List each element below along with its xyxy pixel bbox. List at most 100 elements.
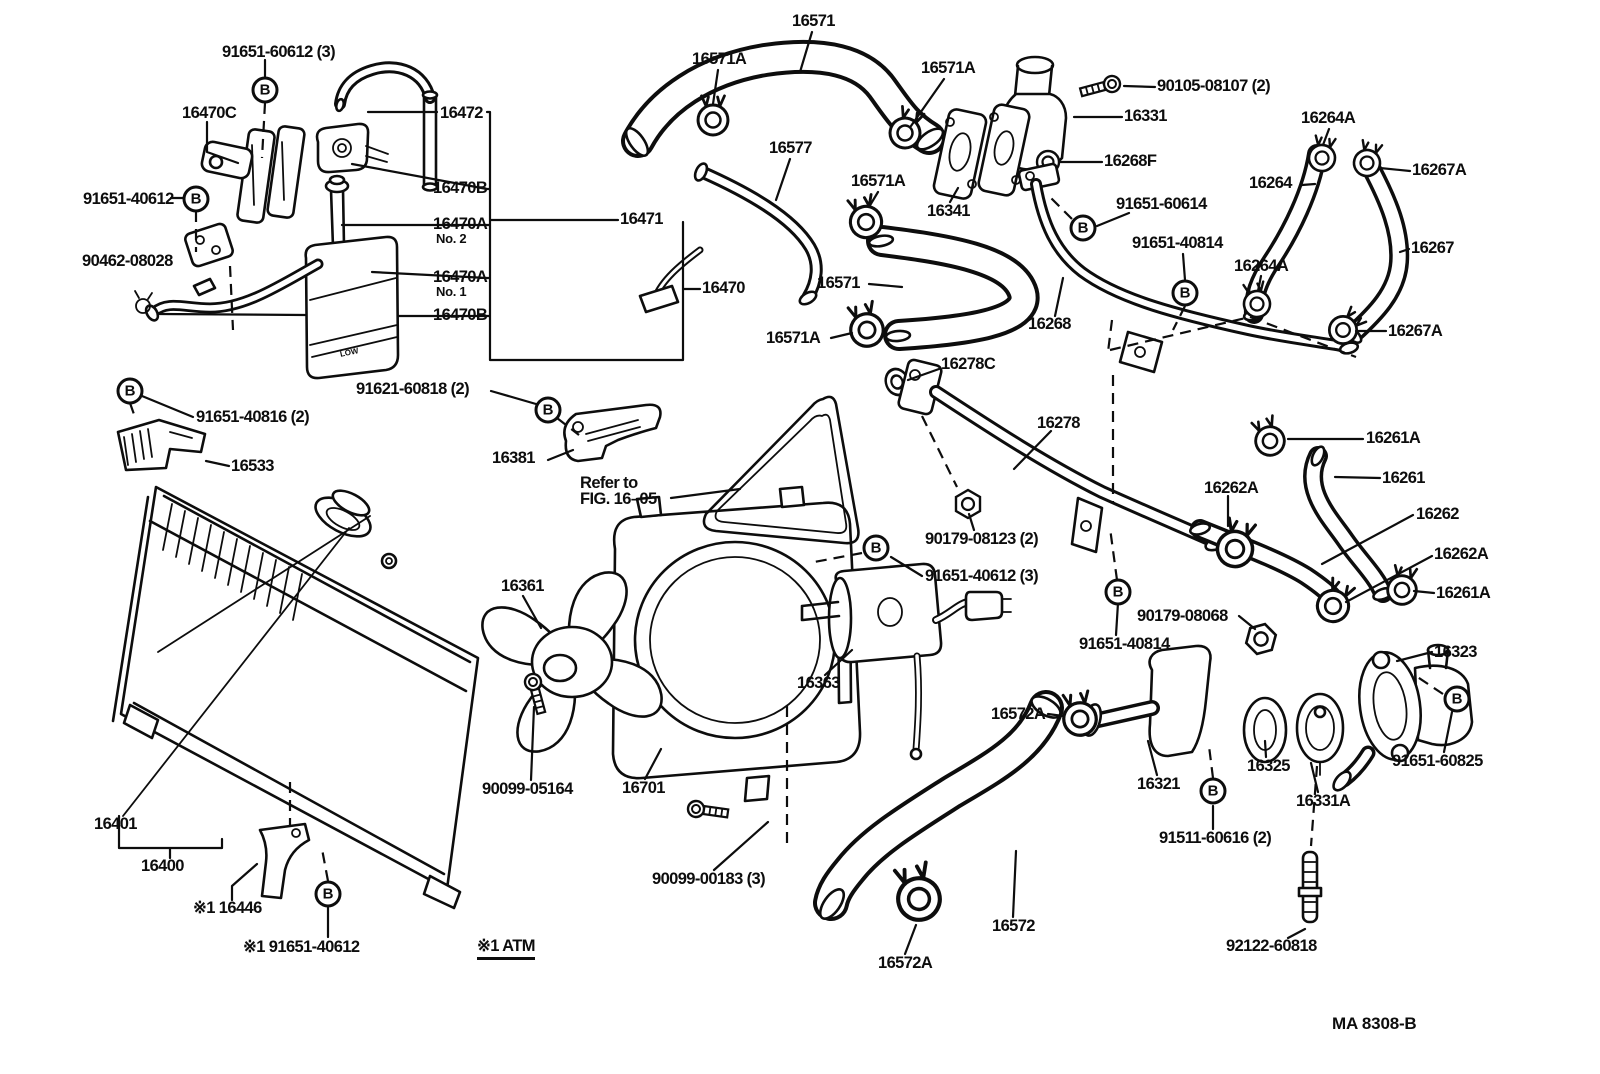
b-marker-11: B: [1443, 685, 1471, 713]
part-label-16472: 16472: [440, 104, 483, 122]
gasket-16325: [1242, 696, 1288, 764]
part-label-16572A-2: 16572A: [878, 954, 933, 972]
bypass-pipe-16268: [1017, 162, 1360, 374]
part-label-16267: 16267: [1411, 239, 1454, 257]
part-label-16571-2: 16571: [817, 274, 860, 292]
part-label-atm-note: ※1 ATM: [477, 938, 535, 960]
part-label-16533: 16533: [231, 457, 274, 475]
part-label-drawing-code: MA 8308-B: [1332, 1014, 1417, 1033]
leader-lines: [117, 30, 1454, 956]
part-label-16571A-4: 16571A: [766, 329, 821, 347]
part-label-16381: 16381: [492, 449, 535, 467]
part-label-91651-40816: 91651-40816 (2): [196, 408, 310, 426]
b-marker-7: B: [1171, 279, 1199, 307]
part-label-16262A-2: 16262A: [1434, 545, 1489, 563]
part-label-16361: 16361: [501, 577, 544, 595]
b-marker-6: B: [1069, 214, 1097, 242]
part-label-16262A-1: 16262A: [1204, 479, 1259, 497]
thermostat-16331A: [1295, 692, 1345, 776]
inlet-pipe-16278: [880, 358, 1230, 554]
b-marker-8: B: [1104, 578, 1132, 606]
fan-motor: [800, 562, 1012, 761]
b-marker-4: B: [534, 396, 562, 424]
bypass-pipe-16577: [638, 162, 818, 314]
bracket-16381: [563, 403, 662, 463]
part-label-16470: 16470: [702, 279, 745, 297]
drive-belt: [702, 395, 860, 545]
part-label-16470A-2-no: No. 2: [436, 231, 467, 246]
fan-shroud: [611, 485, 862, 803]
b-marker-1: B: [251, 76, 279, 104]
radiator: [111, 485, 480, 910]
b-marker-5: B: [862, 534, 890, 562]
part-label-16262: 16262: [1416, 505, 1459, 523]
part-label-16331A: 16331A: [1296, 792, 1351, 810]
part-label-16341: 16341: [927, 202, 970, 220]
part-label-16401: 16401: [94, 815, 137, 833]
part-label-16470A-1: 16470A: [433, 268, 488, 286]
part-label-91651-40612-3: ※1 91651-40612: [243, 938, 360, 956]
part-label-16268F: 16268F: [1104, 152, 1157, 170]
part-label-16571-1: 16571: [792, 12, 835, 30]
part-label-91651-40814-1: 91651-40814: [1132, 234, 1223, 252]
part-label-16400: 16400: [141, 857, 184, 875]
b-marker-3: B: [116, 377, 144, 405]
part-label-16471: 16471: [620, 210, 663, 228]
part-label-90099-05164: 90099-05164: [482, 780, 573, 798]
part-label-16701: 16701: [622, 779, 665, 797]
part-label-refer-note-2: FIG. 16–05: [580, 490, 657, 508]
lower-radiator-hose: [816, 692, 1064, 922]
part-label-91651-60612: 91651-60612 (3): [222, 43, 336, 61]
part-label-90099-00183: 90099-00183 (3): [652, 870, 766, 888]
part-label-16261: 16261: [1382, 469, 1425, 487]
part-label-16325: 16325: [1247, 757, 1290, 775]
part-label-16571A-3: 16571A: [851, 172, 906, 190]
part-label-16331: 16331: [1124, 107, 1167, 125]
stud-92122: [1297, 850, 1323, 924]
part-label-16470A-1-no: No. 1: [436, 284, 467, 299]
part-label-16278C: 16278C: [941, 355, 996, 373]
water-inlet-16323: [1332, 643, 1474, 792]
part-label-16264: 16264: [1249, 174, 1292, 192]
part-label-91651-40612-1: 91651-40612: [83, 190, 174, 208]
part-label-90179-08123: 90179-08123 (2): [925, 530, 1039, 548]
part-label-16470B-1: 16470B: [433, 179, 488, 197]
bracket-16533: [116, 418, 207, 472]
part-label-16571A-2: 16571A: [921, 59, 976, 77]
part-label-16572: 16572: [992, 917, 1035, 935]
part-label-16446: ※1 16446: [193, 899, 262, 917]
part-label-16363: 16363: [797, 674, 840, 692]
part-label-16261A-1: 16261A: [1366, 429, 1421, 447]
part-label-91651-60614: 91651-60614: [1116, 195, 1207, 213]
part-label-16268: 16268: [1028, 315, 1071, 333]
dashed-leader-lines: [128, 102, 1444, 882]
part-label-91651-40814-2: 91651-40814: [1079, 635, 1170, 653]
part-label-90462-08028: 90462-08028: [82, 252, 173, 270]
b-marker-2: B: [182, 185, 210, 213]
water-outlet-16331: [932, 55, 1123, 200]
part-label-16267A-1: 16267A: [1412, 161, 1467, 179]
part-label-16267A-2: 16267A: [1388, 322, 1443, 340]
bracket-16446: [258, 822, 311, 900]
part-label-16278: 16278: [1037, 414, 1080, 432]
part-label-91651-60825: 91651-60825: [1392, 752, 1483, 770]
part-label-91511-60616: 91511-60616 (2): [1159, 829, 1272, 847]
part-label-16321: 16321: [1137, 775, 1180, 793]
part-label-91621-60818: 91621-60818 (2): [356, 380, 470, 398]
part-label-refer-note-1: Refer to: [580, 474, 638, 492]
part-label-16571A-1: 16571A: [692, 50, 747, 68]
part-label-16470C: 16470C: [182, 104, 237, 122]
upper-radiator-hose: [622, 57, 1024, 342]
part-label-16264A-2: 16264A: [1234, 257, 1289, 275]
part-label-92122-60818: 92122-60818: [1226, 937, 1317, 955]
part-label-16572A-1: 16572A: [991, 705, 1046, 723]
part-label-90179-08068: 90179-08068: [1137, 607, 1228, 625]
part-label-16577: 16577: [769, 139, 812, 157]
b-marker-9: B: [314, 880, 342, 908]
part-label-16264A-1: 16264A: [1301, 109, 1356, 127]
part-label-16323: 16323: [1434, 643, 1477, 661]
part-label-tank-marking: LOW: [339, 346, 360, 359]
